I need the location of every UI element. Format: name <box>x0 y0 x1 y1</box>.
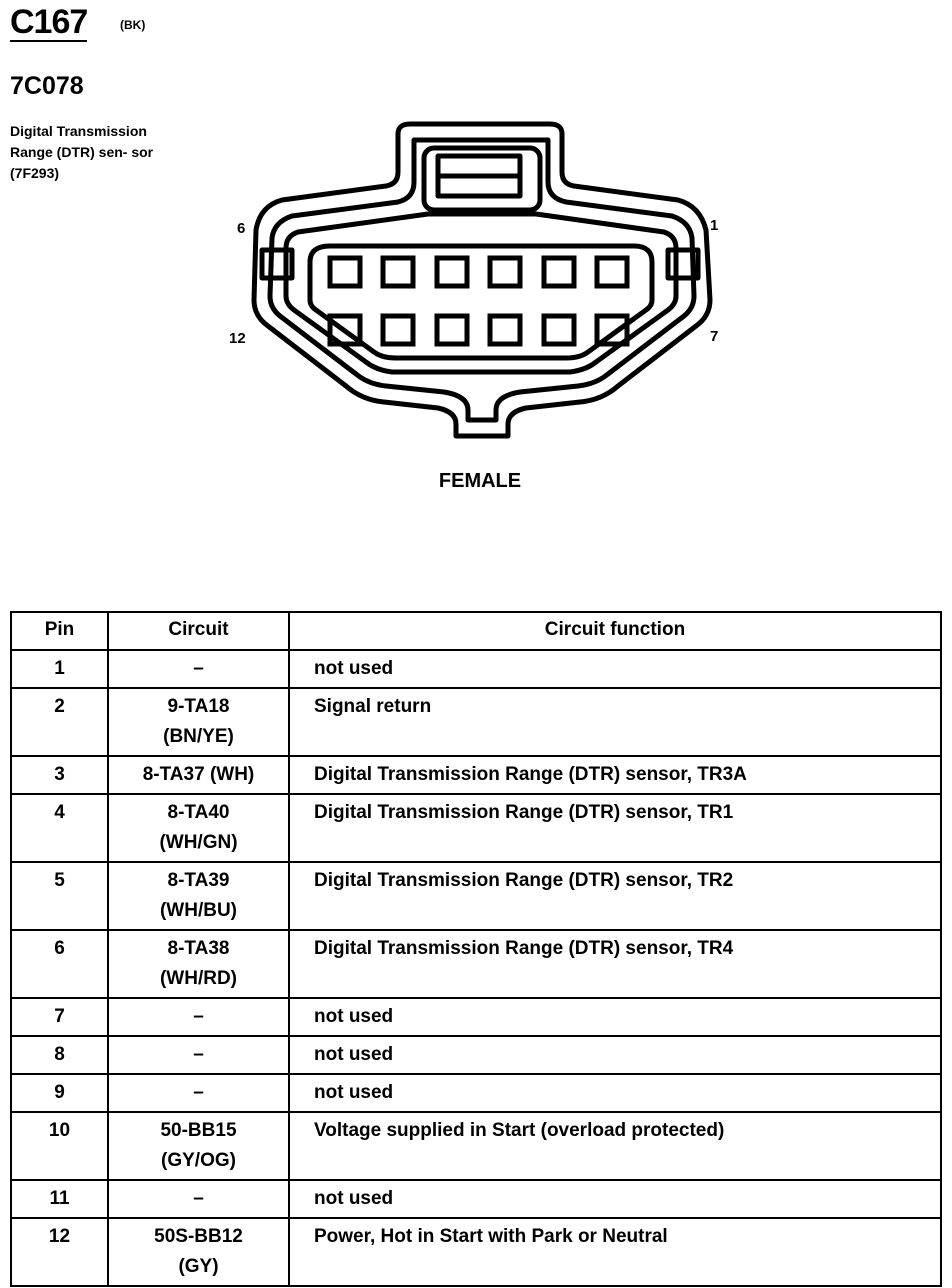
connector-face-diagram: 6 1 12 7 <box>229 121 718 439</box>
pin-cell: 12 <box>10 1217 109 1287</box>
circuit-cell: – <box>107 997 290 1037</box>
function-cell: Voltage supplied in Start (overload prot… <box>288 1111 942 1181</box>
pin-socket <box>594 255 630 289</box>
function-cell: Signal return <box>288 687 942 757</box>
function-cell: not used <box>288 1035 942 1075</box>
pin-cell: 2 <box>10 687 109 757</box>
connector-color: (BK) <box>120 18 146 32</box>
circuit-cell: 8-TA39(WH/BU) <box>107 861 290 931</box>
pin-socket <box>327 313 363 347</box>
function-cell: not used <box>288 997 942 1037</box>
pin-socket <box>594 313 630 347</box>
pin-cell: 9 <box>10 1073 109 1113</box>
pin-socket <box>487 313 523 347</box>
function-cell: Digital Transmission Range (DTR) sensor,… <box>288 861 942 931</box>
part-number: 7C078 <box>10 72 84 100</box>
table-row: 1–not used <box>10 649 942 689</box>
circuit-cell: – <box>107 1179 290 1219</box>
left-key <box>259 247 295 281</box>
pin-socket <box>541 313 577 347</box>
table-row: 7–not used <box>10 997 942 1037</box>
locking-tab <box>421 145 543 213</box>
function-cell: not used <box>288 649 942 689</box>
connector-inner-wall <box>267 137 697 423</box>
table-header-row: Pin Circuit Circuit function <box>10 611 942 651</box>
pin-socket <box>487 255 523 289</box>
circuit-cell: 50-BB15(GY/OG) <box>107 1111 290 1181</box>
pin-label-6: 6 <box>237 220 245 237</box>
pin-cell: 5 <box>10 861 109 931</box>
circuit-cell: 50S-BB12(GY) <box>107 1217 290 1287</box>
connector-pin-cavity <box>283 211 679 375</box>
connector-id: C167 <box>10 3 88 42</box>
function-cell: Digital Transmission Range (DTR) sensor,… <box>288 929 942 999</box>
connector-outer-shell <box>251 121 713 439</box>
pin-socket <box>327 255 363 289</box>
pin-socket <box>380 313 416 347</box>
circuit-cell: – <box>107 649 290 689</box>
function-cell: not used <box>288 1179 942 1219</box>
header-circuit-function: Circuit function <box>288 611 942 651</box>
function-cell: Digital Transmission Range (DTR) sensor,… <box>288 755 942 795</box>
component-description: Digital Transmission Range (DTR) sen- so… <box>10 123 154 181</box>
pin-cell: 8 <box>10 1035 109 1075</box>
circuit-cell: 8-TA38(WH/RD) <box>107 929 290 999</box>
function-cell: Power, Hot in Start with Park or Neutral <box>288 1217 942 1287</box>
pin-cell: 10 <box>10 1111 109 1181</box>
table-row: 8–not used <box>10 1035 942 1075</box>
circuit-cell: 8-TA37 (WH) <box>107 755 290 795</box>
pin-cell: 7 <box>10 997 109 1037</box>
pin-label-7: 7 <box>710 328 718 345</box>
pin-socket <box>380 255 416 289</box>
right-key <box>665 247 701 281</box>
pin-socket <box>541 255 577 289</box>
circuit-cell: 9-TA18(BN/YE) <box>107 687 290 757</box>
pin-cell: 6 <box>10 929 109 999</box>
pin-cell: 3 <box>10 755 109 795</box>
pin-socket <box>434 313 470 347</box>
pin-cell: 4 <box>10 793 109 863</box>
pin-label-12: 12 <box>229 330 246 347</box>
circuit-cell: – <box>107 1073 290 1113</box>
table-row: 9–not used <box>10 1073 942 1113</box>
header-circuit: Circuit <box>107 611 290 651</box>
circuit-cell: 8-TA40(WH/GN) <box>107 793 290 863</box>
pin-socket <box>434 255 470 289</box>
function-cell: Digital Transmission Range (DTR) sensor,… <box>288 793 942 863</box>
connector-gender-label: FEMALE <box>438 470 522 492</box>
circuit-cell: – <box>107 1035 290 1075</box>
connector-pin-insert <box>307 243 655 361</box>
function-cell: not used <box>288 1073 942 1113</box>
pin-cell: 11 <box>10 1179 109 1219</box>
pin-label-1: 1 <box>710 217 718 234</box>
table-row: 11–not used <box>10 1179 942 1219</box>
pin-cell: 1 <box>10 649 109 689</box>
header-pin: Pin <box>10 611 109 651</box>
